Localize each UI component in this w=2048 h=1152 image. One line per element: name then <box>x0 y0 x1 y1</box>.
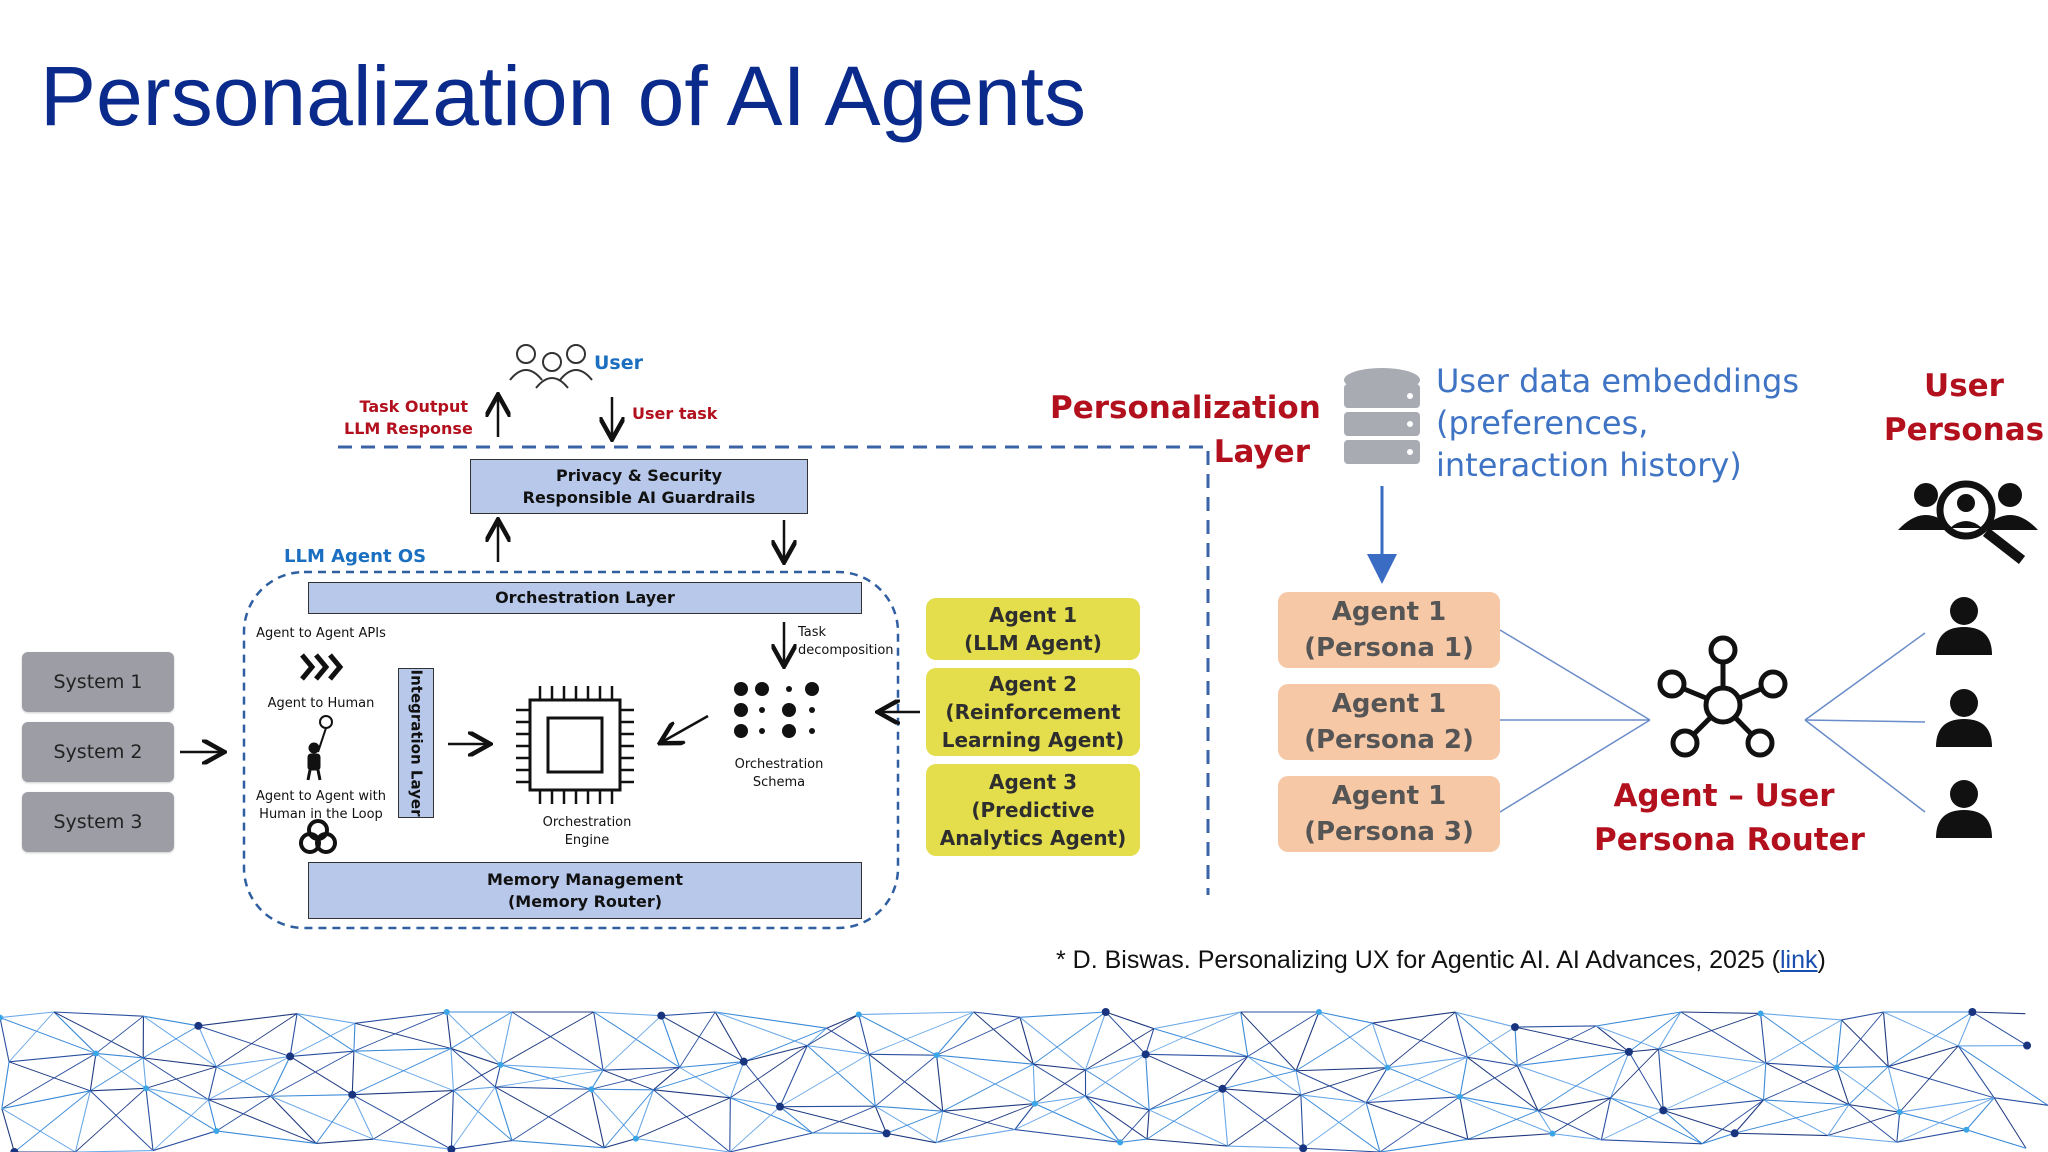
user-icon-2 <box>1936 689 1992 747</box>
schema-dots-icon <box>734 682 819 738</box>
agent-persona-1-box: Agent 1(Persona 1) <box>1278 592 1500 668</box>
a2a-apis-label: Agent to Agent APIs <box>256 626 386 641</box>
system-3-box: System 3 <box>22 792 174 852</box>
personalization-boundary <box>338 445 1210 895</box>
agent-1-llm-box: Agent 1(LLM Agent) <box>926 598 1140 660</box>
embeddings-label: User data embeddings (preferences, inter… <box>1436 362 1799 484</box>
user-label: User <box>594 352 643 374</box>
system-2-box: System 2 <box>22 722 174 782</box>
network-pattern-decoration <box>0 1008 2048 1152</box>
user-personas-label: User Personas <box>1883 368 2045 448</box>
user-personas-icon <box>1898 480 2038 564</box>
user-group-icon <box>509 344 593 389</box>
chip-icon <box>516 686 634 804</box>
database-icon <box>1344 368 1420 464</box>
citation: * D. Biswas. Personalizing UX for Agenti… <box>1056 946 1826 975</box>
chevrons-icon <box>300 653 344 681</box>
user-task-label: User task <box>632 404 718 423</box>
orchestration-layer-bar: Orchestration Layer <box>308 582 862 614</box>
human-icon <box>306 715 333 781</box>
agent-persona-2-box: Agent 1(Persona 2) <box>1278 684 1500 760</box>
router-label: Agent – User Persona Router <box>1594 778 1865 858</box>
task-output-label: Task Output LLM Response <box>344 397 473 438</box>
a2h-label: Agent to Human <box>267 696 375 711</box>
agent-persona-3-box: Agent 1(Persona 3) <box>1278 776 1500 852</box>
router-network-icon <box>1657 635 1788 758</box>
arrow-schema-to-engine <box>662 714 709 742</box>
personalization-layer-label: Personalization Layer <box>1050 390 1321 470</box>
venn-icon <box>299 819 337 854</box>
llm-agent-os-label: LLM Agent OS <box>284 546 427 567</box>
page-title: Personalization of AI Agents <box>40 49 1087 143</box>
integration-layer-bar: Integration Layer <box>398 668 434 818</box>
user-icon-3 <box>1936 780 1992 838</box>
llm-agent-os-boundary <box>242 570 900 930</box>
citation-text: * D. Biswas. Personalizing UX for Agenti… <box>1056 946 1780 974</box>
system-1-box: System 1 <box>22 652 174 712</box>
user-icon-1 <box>1936 597 1992 655</box>
citation-close: ) <box>1817 946 1826 974</box>
memory-management-bar: Memory Management(Memory Router) <box>308 862 862 919</box>
citation-link[interactable]: link <box>1780 946 1818 974</box>
